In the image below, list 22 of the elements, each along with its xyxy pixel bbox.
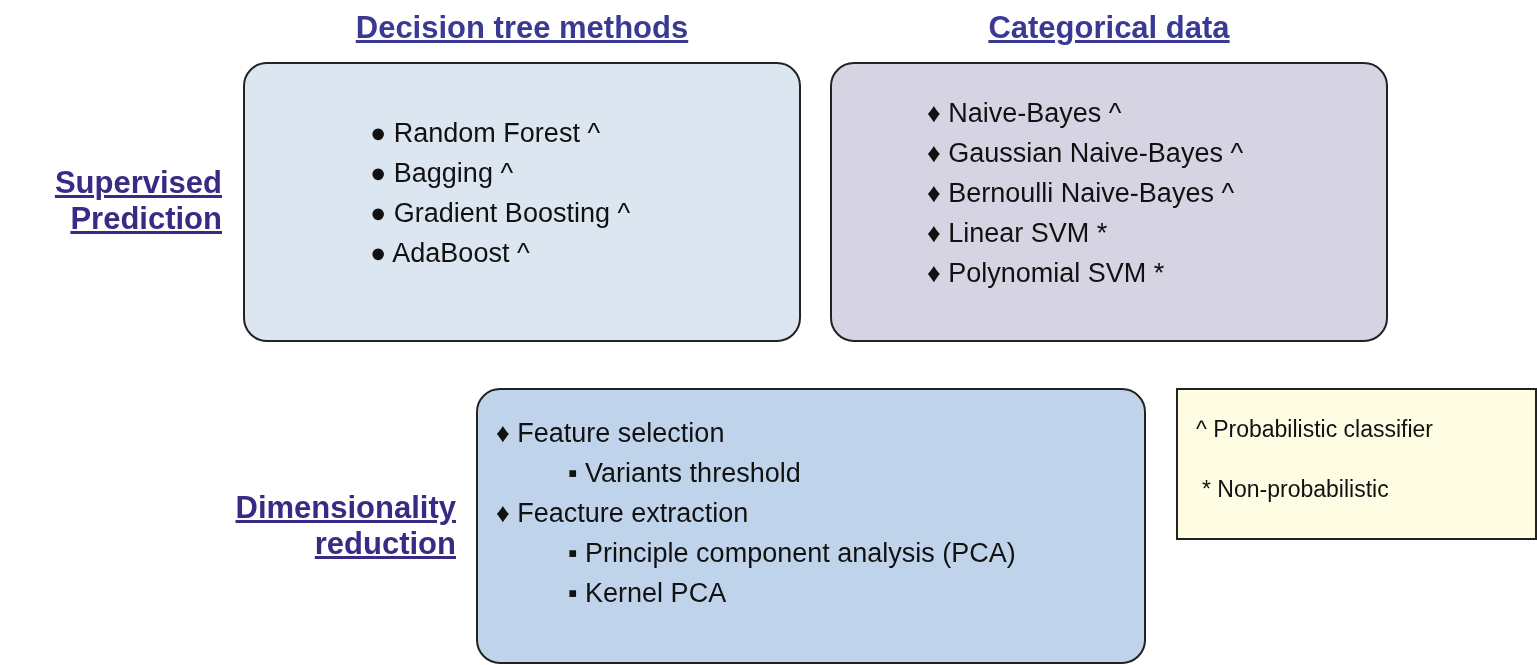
list-item: ♦ Linear SVM * [927,217,1108,250]
legend-entry: * Non-probabilistic [1202,475,1389,504]
list-item: ▪ Principle component analysis (PCA) [568,537,1016,570]
method-box [476,388,1146,664]
list-item: ♦ Gaussian Naive-Bayes ^ [927,137,1244,170]
group-heading: Decision tree methods [354,10,690,46]
list-item: ● Bagging ^ [370,157,514,190]
list-item: ● Random Forest ^ [370,117,601,150]
list-item: ♦ Polynomial SVM * [927,257,1165,290]
list-item: ♦ Naive-Bayes ^ [927,97,1122,130]
legend-box [1176,388,1537,540]
row-label: Dimensionality reduction [234,490,456,562]
group-heading: Categorical data [987,10,1231,46]
list-item: ♦ Feacture extraction [496,497,749,530]
list-item: ▪ Kernel PCA [568,577,727,610]
list-item: ● AdaBoost ^ [370,237,530,270]
legend-entry: ^ Probabilistic classifier [1196,415,1434,444]
list-item: ♦ Bernoulli Naive-Bayes ^ [927,177,1235,210]
list-item: ♦ Feature selection [496,417,725,450]
row-label: Supervised Prediction [53,165,222,237]
list-item: ▪ Variants threshold [568,457,801,490]
list-item: ● Gradient Boosting ^ [370,197,631,230]
